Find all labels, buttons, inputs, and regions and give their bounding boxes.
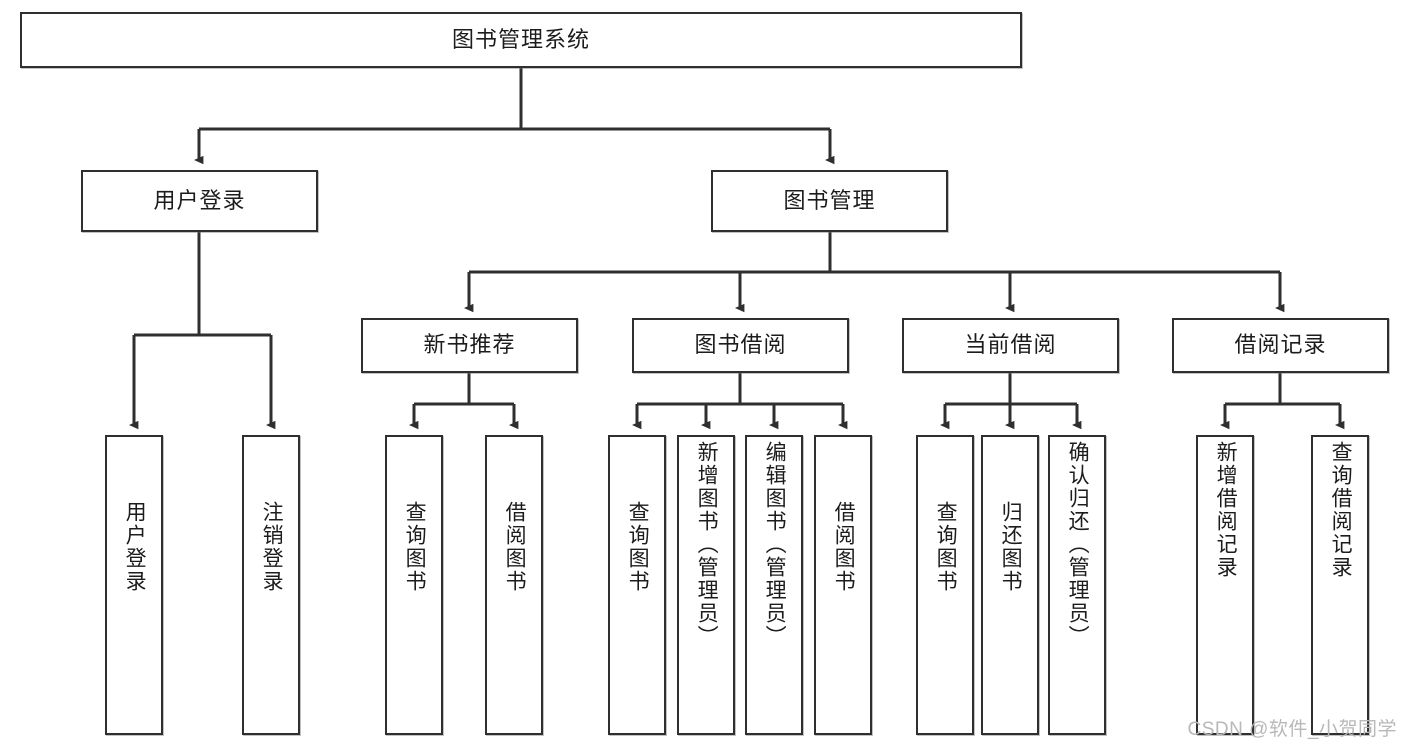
node-book-management[interactable]: 图书管理 — [711, 170, 948, 232]
node-label: 新增图书（管理员） — [695, 441, 719, 648]
node-label: 借阅记录 — [1234, 332, 1327, 358]
node-leaf-logout-login[interactable]: 注销登录 — [242, 435, 300, 735]
node-borrow-record[interactable]: 借阅记录 — [1172, 318, 1389, 373]
node-label: 图书管理系统 — [451, 26, 590, 52]
node-label: 新书推荐 — [423, 332, 516, 358]
node-label: 用户登录 — [123, 501, 147, 593]
node-leaf-user-login[interactable]: 用户登录 — [105, 435, 163, 735]
node-label: 借阅图书 — [503, 501, 527, 593]
node-leaf-borrow-book-2[interactable]: 借阅图书 — [814, 435, 872, 735]
node-leaf-return-book[interactable]: 归还图书 — [981, 435, 1039, 735]
node-label: 图书借阅 — [694, 332, 787, 358]
node-current-borrow[interactable]: 当前借阅 — [902, 318, 1119, 373]
node-leaf-add-record[interactable]: 新增借阅记录 — [1196, 435, 1254, 735]
node-label: 查询图书 — [934, 501, 958, 593]
node-label: 查询图书 — [626, 501, 650, 593]
node-new-book-recommend[interactable]: 新书推荐 — [361, 318, 578, 373]
node-label: 确认归还（管理员） — [1066, 441, 1090, 648]
node-label: 编辑图书（管理员） — [763, 441, 787, 648]
node-label: 图书管理 — [783, 187, 876, 213]
watermark-text: CSDN @软件_小贺同学 — [1187, 719, 1397, 740]
node-leaf-query-book-2[interactable]: 查询图书 — [608, 435, 666, 735]
node-leaf-confirm-return[interactable]: 确认归还（管理员） — [1048, 435, 1106, 735]
node-label: 查询图书 — [403, 501, 427, 593]
node-book-borrow[interactable]: 图书借阅 — [632, 318, 849, 373]
node-label: 用户登录 — [153, 187, 246, 213]
node-leaf-query-book-1[interactable]: 查询图书 — [385, 435, 443, 735]
node-leaf-query-record[interactable]: 查询借阅记录 — [1311, 435, 1369, 735]
node-label: 当前借阅 — [964, 332, 1057, 358]
node-label: 归还图书 — [999, 501, 1023, 593]
node-user-login[interactable]: 用户登录 — [81, 170, 318, 232]
node-leaf-borrow-book-1[interactable]: 借阅图书 — [485, 435, 543, 735]
node-label: 借阅图书 — [832, 501, 856, 593]
node-leaf-edit-book[interactable]: 编辑图书（管理员） — [745, 435, 803, 735]
node-root-book-management-system[interactable]: 图书管理系统 — [20, 12, 1022, 68]
node-leaf-query-book-3[interactable]: 查询图书 — [916, 435, 974, 735]
node-label: 新增借阅记录 — [1214, 441, 1238, 579]
node-label: 查询借阅记录 — [1329, 441, 1353, 579]
node-label: 注销登录 — [260, 501, 284, 593]
node-leaf-add-book[interactable]: 新增图书（管理员） — [677, 435, 735, 735]
